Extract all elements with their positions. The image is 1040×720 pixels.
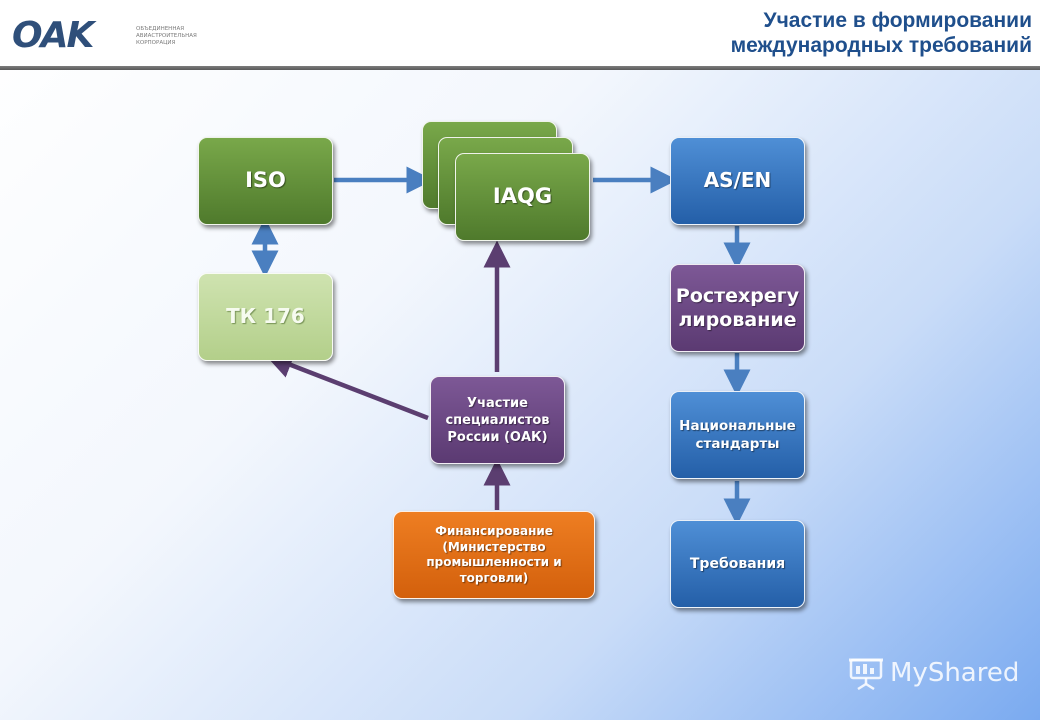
watermark: MyShared	[848, 655, 1019, 691]
node-iaqg: IAQG	[455, 153, 590, 241]
node-as-en: AS/EN	[670, 137, 805, 225]
presentation-board-icon	[849, 658, 883, 690]
page-title: Участие в формировании международных тре…	[731, 8, 1032, 58]
header: OAK ОБЪЕДИНЕННАЯ АВИАСТРОИТЕЛЬНАЯ КОРПОР…	[0, 0, 1040, 68]
title-line-1: Участие в формировании	[763, 9, 1032, 32]
node-tk176: ТК 176	[198, 273, 333, 361]
node-financing: Финансирование (Министерство промышленно…	[393, 511, 595, 599]
header-divider	[0, 66, 1040, 70]
node-iso: ISO	[198, 137, 333, 225]
node-requirements: Требования	[670, 520, 805, 608]
watermark-text: MyShared	[890, 658, 1020, 688]
node-participation: Участие специалистов России (ОАК)	[430, 376, 565, 464]
logo-mark: OAK	[12, 15, 94, 56]
arrow-participation-to-tk176	[265, 352, 429, 421]
title-line-2: международных требований	[730, 34, 1032, 57]
node-national-standards: Национальные стандарты	[670, 391, 805, 479]
company-logo: OAK ОБЪЕДИНЕННАЯ АВИАСТРОИТЕЛЬНАЯ КОРПОР…	[12, 14, 212, 58]
logo-tagline: ОБЪЕДИНЕННАЯ АВИАСТРОИТЕЛЬНАЯ КОРПОРАЦИЯ	[136, 26, 197, 46]
node-rostech: Ростехрегу лирование	[670, 264, 805, 352]
